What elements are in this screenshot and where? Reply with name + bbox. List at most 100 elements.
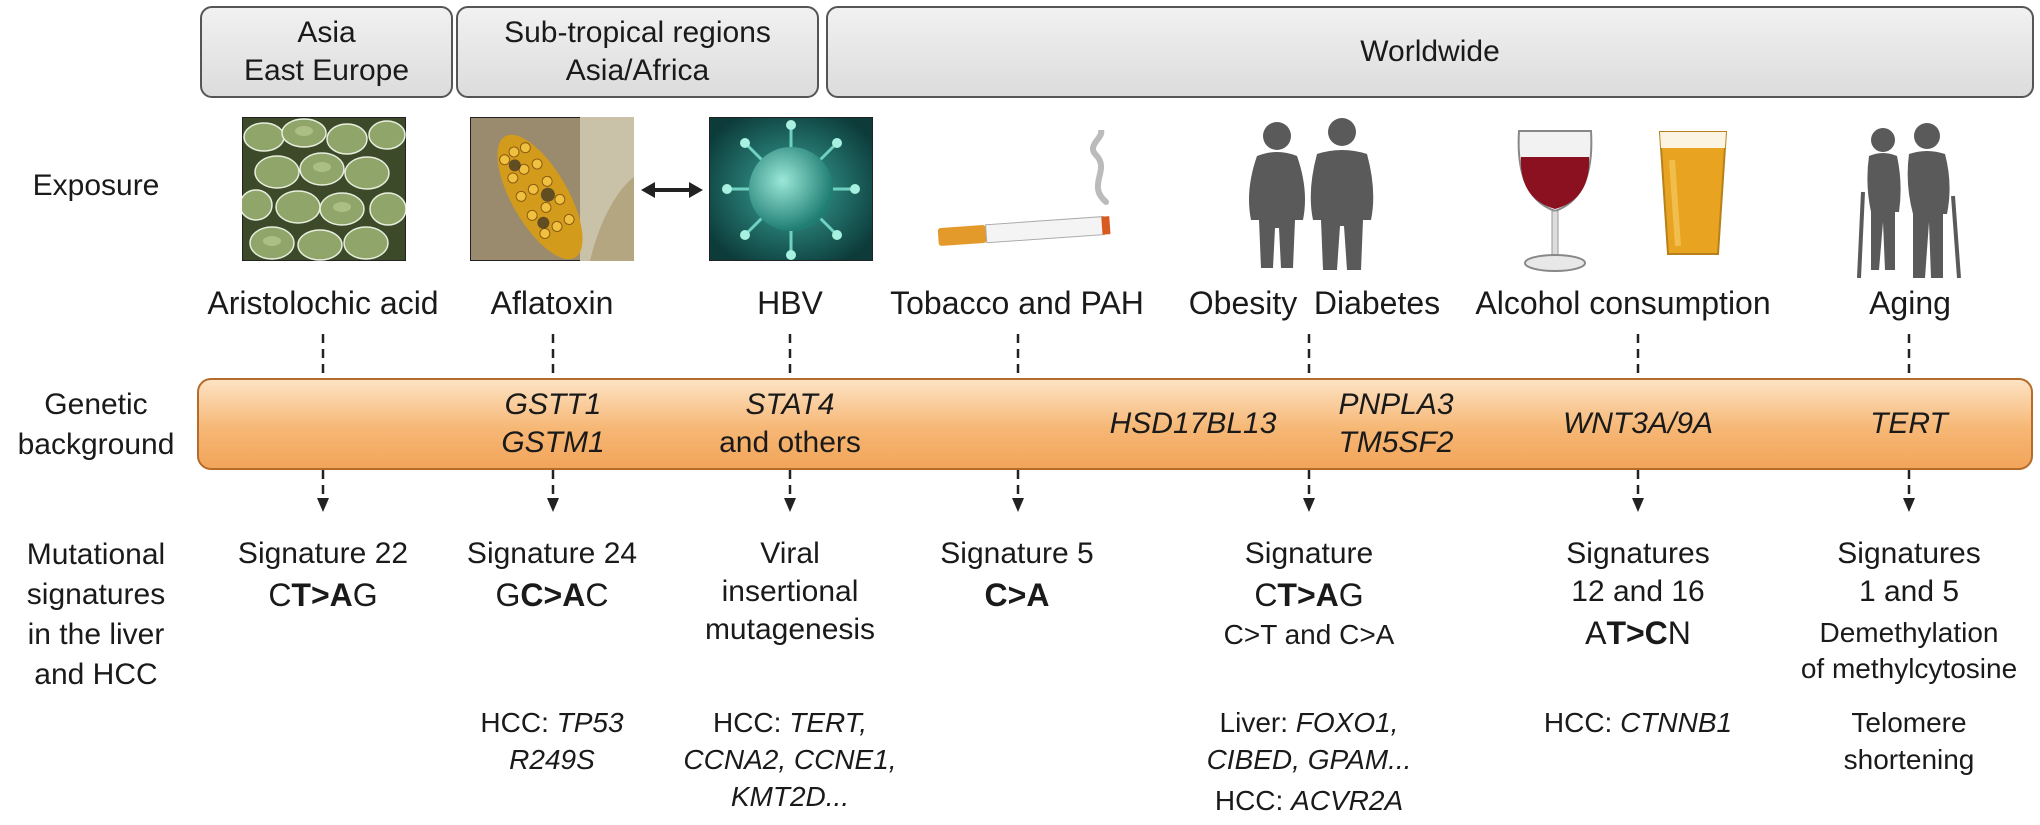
note-line: Telomere xyxy=(1851,707,1967,738)
hcc-gene: R249S xyxy=(509,744,595,775)
hcc-gene: CCNA2, CCNE1, xyxy=(683,744,897,775)
exposure-alcohol: Alcohol consumption xyxy=(1475,285,1771,321)
exposure-diabetes: Diabetes xyxy=(1313,285,1441,321)
diabetes-silhouette-icon xyxy=(1307,116,1377,272)
exposure-hbv: HBV xyxy=(757,285,823,321)
gene-name: GSTT1 xyxy=(504,388,602,421)
gene-name: PNPLA3 xyxy=(1338,388,1454,421)
signature-extra: C>T and C>A xyxy=(1223,619,1395,650)
exposure-aristolochic-acid: Aristolochic acid xyxy=(207,285,439,321)
signature-title: Signature 22 xyxy=(237,537,409,570)
gene-group-stat4: STAT4 and others xyxy=(719,386,861,462)
motif-substitution: T>A xyxy=(291,577,353,613)
signature-line: 1 and 5 xyxy=(1858,575,1960,608)
hcc-label: HCC: xyxy=(480,707,549,738)
hcc-label: HCC: xyxy=(1543,707,1613,738)
signature-line: Viral xyxy=(760,537,820,570)
row-label-mutational: Mutational signatures in the liver and H… xyxy=(6,535,186,695)
signature-24: Signature 24 GC>AC xyxy=(467,535,637,617)
moldy-corn-image xyxy=(470,117,634,261)
wine-glass-icon xyxy=(1515,127,1595,273)
obesity-silhouette-icon xyxy=(1245,120,1309,270)
hcc-genes-alcohol: HCC: CTNNB1 xyxy=(1544,704,1732,741)
signature-line: 12 and 16 xyxy=(1571,575,1705,608)
liver-label: Liver: xyxy=(1219,707,1288,738)
aristolochia-plant-image xyxy=(242,117,406,261)
signature-motif: CT>AG xyxy=(1224,573,1395,617)
region-line: East Europe xyxy=(243,54,410,87)
hcc-gene: TERT, xyxy=(789,707,868,738)
signature-motif: AT>CN xyxy=(1566,611,1709,655)
gene-group-gst: GSTT1 GSTM1 xyxy=(501,386,604,462)
motif-flank: G xyxy=(1338,577,1364,613)
signature-5: Signature 5 C>A xyxy=(940,535,1093,617)
region-subtropical: Sub-tropical regions Asia/Africa xyxy=(456,6,819,98)
region-asia-east-europe: Asia East Europe xyxy=(200,6,453,98)
liver-gene: FOXO1, xyxy=(1295,707,1399,738)
motif-flank: G xyxy=(495,577,521,613)
gene-tert: TERT xyxy=(1870,407,1948,440)
row-label-line: and HCC xyxy=(34,658,158,691)
motif-substitution: T>C xyxy=(1606,615,1668,651)
region-worldwide: Worldwide xyxy=(826,6,2034,98)
motif-substitution: T>A xyxy=(1277,577,1339,613)
hcc-genes-hbv: HCC: TERT, CCNA2, CCNE1, KMT2D... xyxy=(683,704,896,815)
signature-aging: Signatures 1 and 5 Demethylation of meth… xyxy=(1801,535,2017,687)
signature-extra: of methylcytosine xyxy=(1800,653,2018,684)
signature-line: insertional xyxy=(721,575,859,608)
motif-substitution: C>A xyxy=(984,577,1050,613)
hcc-label: HCC: xyxy=(712,707,782,738)
motif-flank: C xyxy=(268,577,292,613)
aging-couple-icon xyxy=(1855,122,1965,282)
genetic-background-band xyxy=(197,378,2033,470)
gene-name: TM5SF2 xyxy=(1338,426,1454,459)
region-line: Asia xyxy=(297,16,356,49)
row-label-line: Genetic xyxy=(44,388,148,421)
signature-line: Signatures xyxy=(1566,537,1710,570)
signature-line: Signatures xyxy=(1837,537,1981,570)
hcc-gene: ACVR2A xyxy=(1291,785,1404,816)
aging-telomere-note: Telomere shortening xyxy=(1844,704,1975,778)
row-label-genetic: Genetic background xyxy=(6,385,186,465)
motif-flank: C xyxy=(585,577,609,613)
signature-title: Signature 5 xyxy=(940,537,1094,570)
gene-name: STAT4 xyxy=(745,388,835,421)
exposure-aflatoxin: Aflatoxin xyxy=(490,285,614,321)
row-label-line: Mutational xyxy=(26,538,166,571)
motif-flank: G xyxy=(352,577,378,613)
gene-wnt3a: WNT3A/9A xyxy=(1562,407,1714,440)
hcc-label: HCC: xyxy=(1214,785,1284,816)
row-label-line: signatures xyxy=(26,578,166,611)
row-label-exposure: Exposure xyxy=(32,169,160,202)
gene-hsd17bl13: HSD17BL13 xyxy=(1109,407,1277,440)
double-arrow-icon xyxy=(641,180,703,200)
row-label-line: background xyxy=(17,428,175,461)
signature-motif: C>A xyxy=(940,573,1093,617)
hcc-gene: TP53 xyxy=(556,707,624,738)
region-line: Sub-tropical regions xyxy=(504,16,771,49)
motif-flank: A xyxy=(1585,615,1607,651)
cigarette-icon xyxy=(936,130,1116,254)
gene-name: and others xyxy=(719,426,861,459)
signature-title: Signature xyxy=(1244,537,1374,570)
liver-gene: CIBED, GPAM... xyxy=(1206,744,1412,775)
hbv-virus-image xyxy=(709,117,873,261)
signature-alcohol: Signatures 12 and 16 AT>CN xyxy=(1566,535,1709,655)
exposure-tobacco-pah: Tobacco and PAH xyxy=(890,285,1144,321)
signature-line: mutagenesis xyxy=(704,613,876,646)
region-line: Asia/Africa xyxy=(565,54,710,87)
hcc-gene: KMT2D... xyxy=(730,781,850,812)
hcc-genes-aflatoxin: HCC: TP53 R249S xyxy=(480,704,623,778)
signature-motif: CT>AG xyxy=(238,573,408,617)
hcc-gene: CTNNB1 xyxy=(1620,707,1733,738)
beer-glass-icon xyxy=(1658,130,1728,256)
liver-genes-metabolic: Liver: FOXO1, CIBED, GPAM... HCC: ACVR2A xyxy=(1207,704,1412,819)
note-line: shortening xyxy=(1843,744,1975,775)
gene-group-pnpla3: PNPLA3 TM5SF2 xyxy=(1338,386,1453,462)
signature-metabolic: Signature CT>AG C>T and C>A xyxy=(1224,535,1395,653)
signature-viral: Viral insertional mutagenesis xyxy=(705,535,875,649)
motif-substitution: C>A xyxy=(520,577,586,613)
motif-flank: C xyxy=(1254,577,1278,613)
motif-flank: N xyxy=(1667,615,1691,651)
